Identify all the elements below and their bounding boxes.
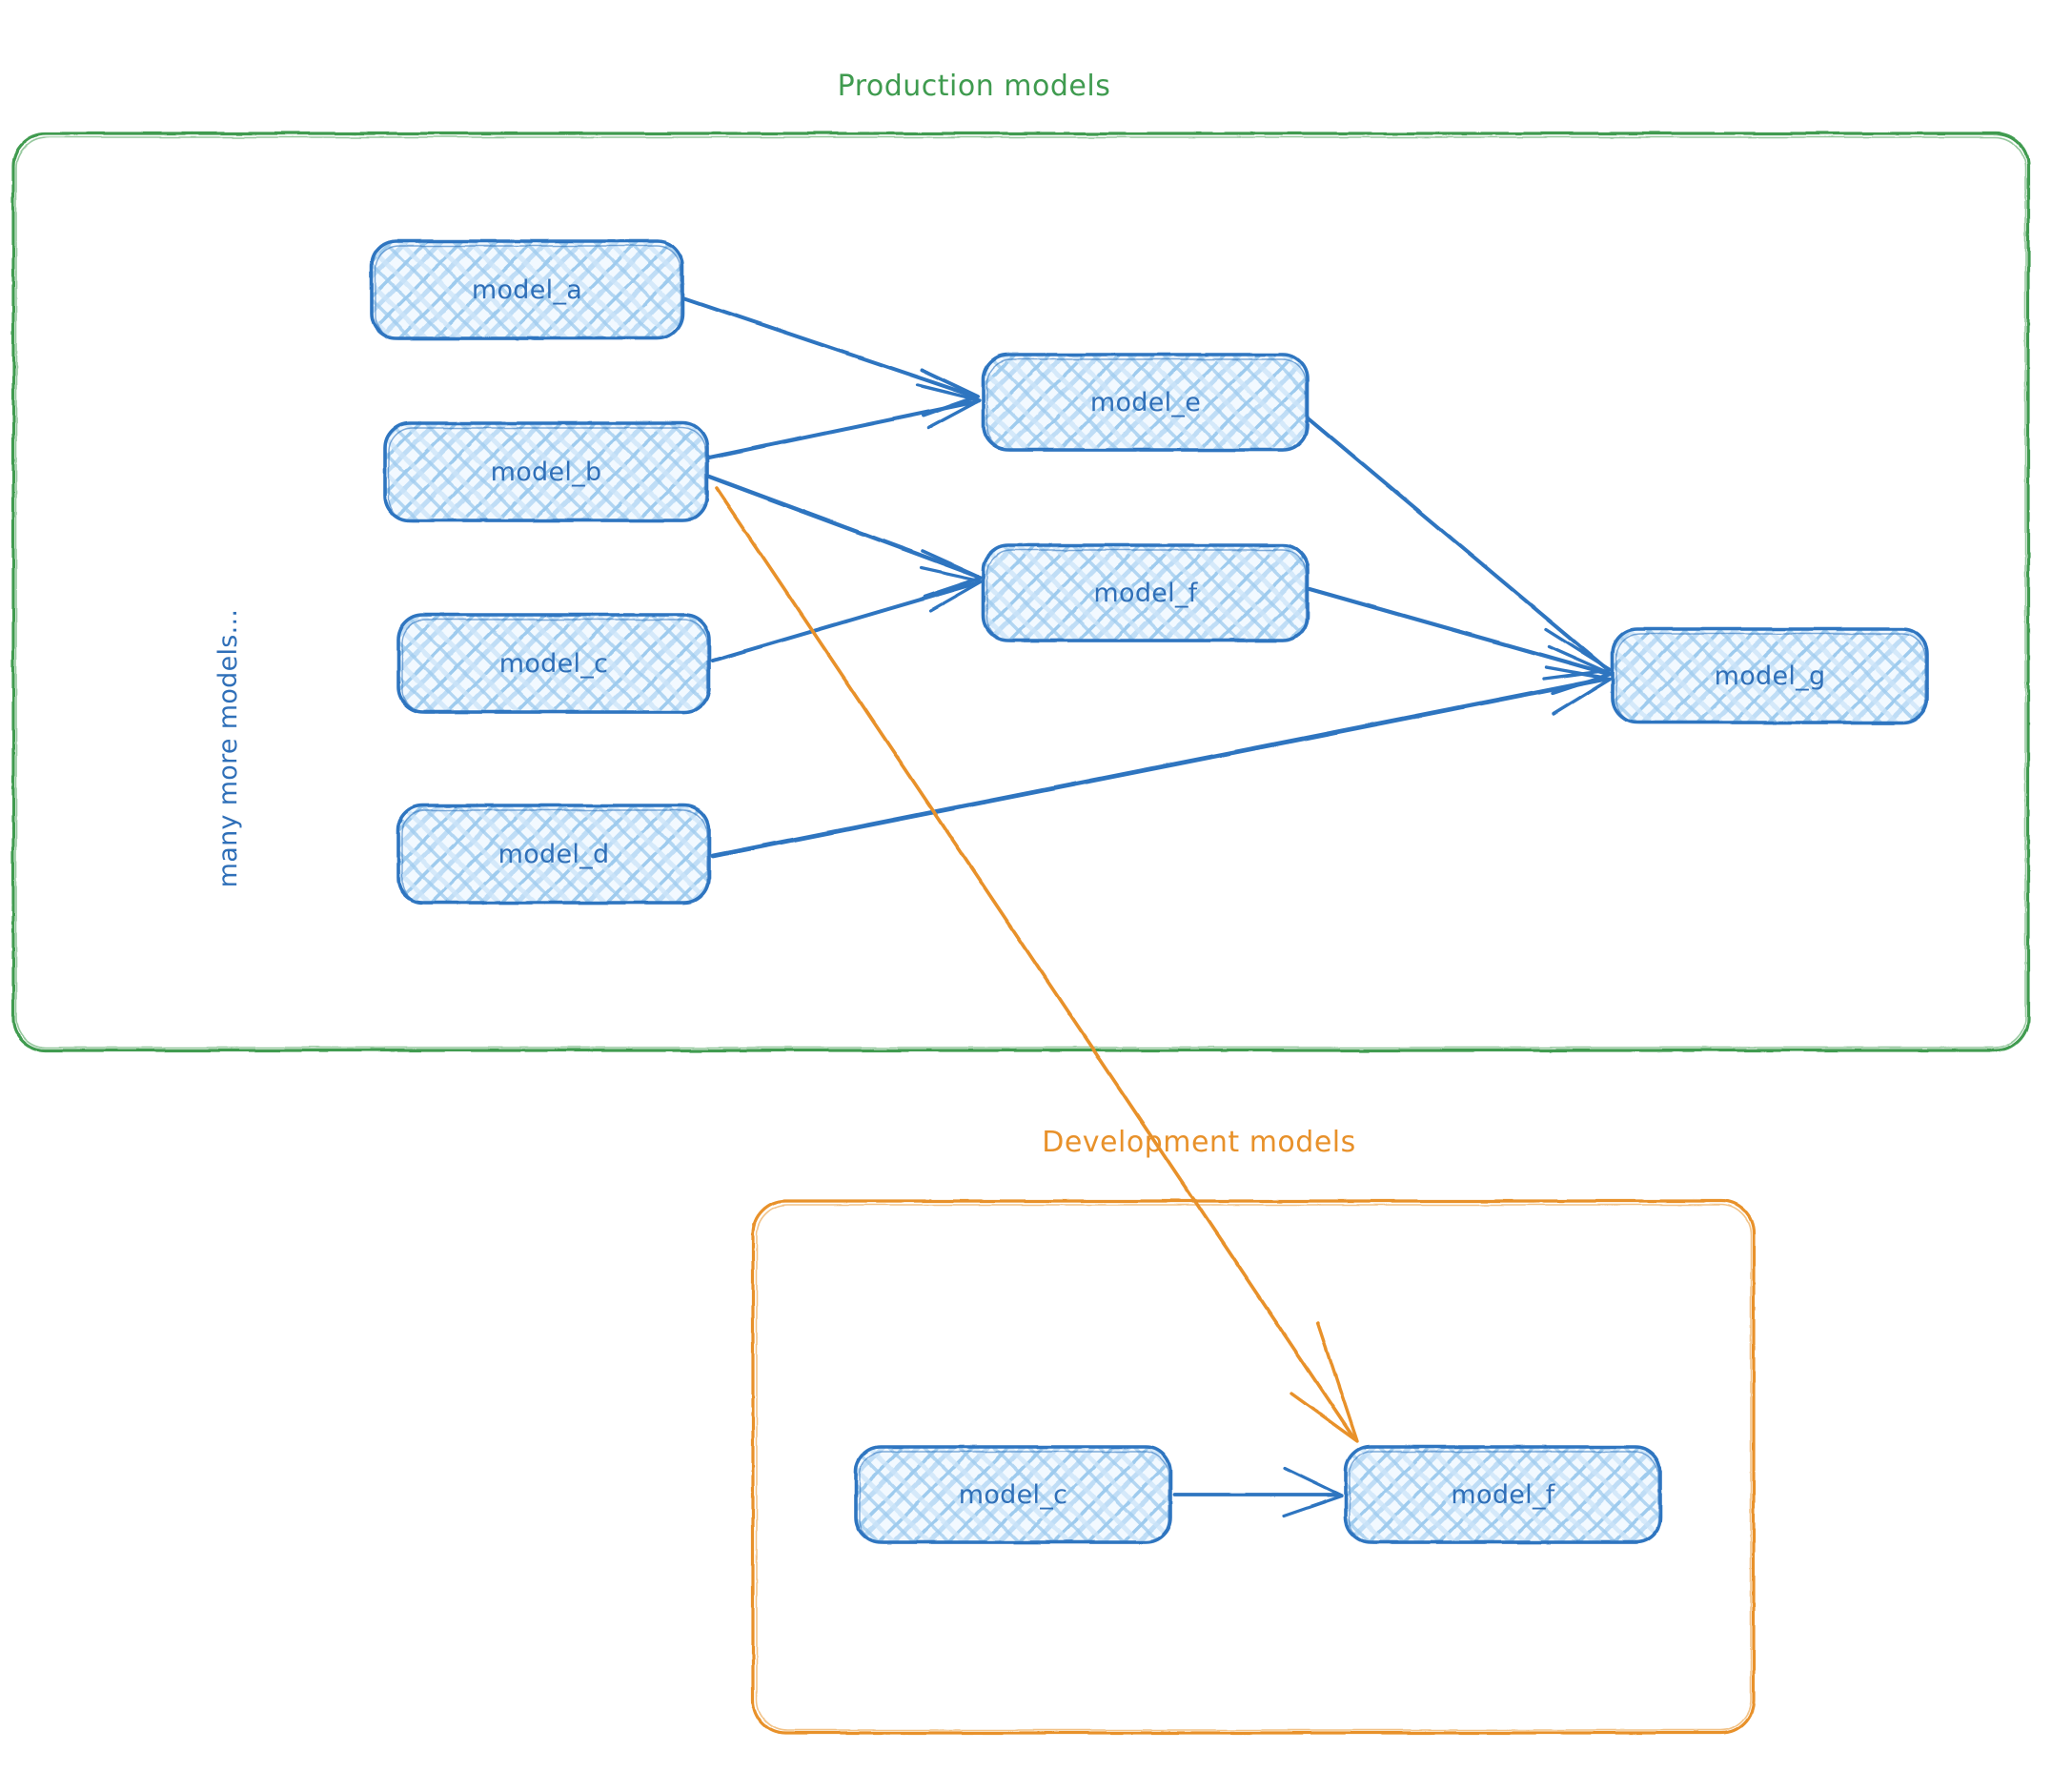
- node-dev-model-f[interactable]: model_f: [1344, 1445, 1662, 1544]
- node-label: model_e: [1090, 388, 1201, 417]
- node-label: model_a: [472, 275, 582, 305]
- edge-d-to-g: [710, 665, 1613, 859]
- node-label: model_c: [959, 1480, 1068, 1510]
- edge-layer: [682, 296, 1613, 1517]
- node-prod-model-g[interactable]: model_g: [1611, 627, 1929, 724]
- edge-a-to-e: [682, 296, 980, 417]
- node-label: model_f: [1451, 1480, 1555, 1510]
- node-label: model_d: [498, 840, 610, 869]
- node-label: model_g: [1715, 662, 1826, 691]
- edge-b-to-f: [706, 474, 984, 599]
- node-prod-model-f[interactable]: model_f: [982, 543, 1310, 642]
- many-more-models-note: many more models...: [213, 609, 243, 888]
- group-title-production: Production models: [838, 70, 1111, 103]
- edge-c-to-f: [711, 566, 984, 662]
- node-prod-model-d[interactable]: model_d: [396, 804, 711, 905]
- node-prod-model-a[interactable]: model_a: [370, 239, 684, 340]
- group-container-production: [11, 132, 2030, 1052]
- node-prod-model-b[interactable]: model_b: [383, 421, 709, 522]
- group-container-development: [751, 1199, 1756, 1735]
- edge-e-to-g: [1308, 417, 1613, 681]
- edge-b-to-e: [707, 383, 982, 459]
- edge-prodb-to-devf: [715, 486, 1359, 1443]
- node-label: model_c: [499, 649, 609, 679]
- edge-devc-to-devf: [1172, 1466, 1344, 1517]
- node-prod-model-e[interactable]: model_e: [982, 353, 1310, 452]
- node-label: model_f: [1093, 579, 1198, 608]
- node-dev-model-c[interactable]: model_c: [854, 1445, 1172, 1544]
- node-label: model_b: [491, 458, 602, 487]
- node-prod-model-c[interactable]: model_c: [396, 613, 711, 714]
- group-title-development: Development models: [1042, 1126, 1356, 1159]
